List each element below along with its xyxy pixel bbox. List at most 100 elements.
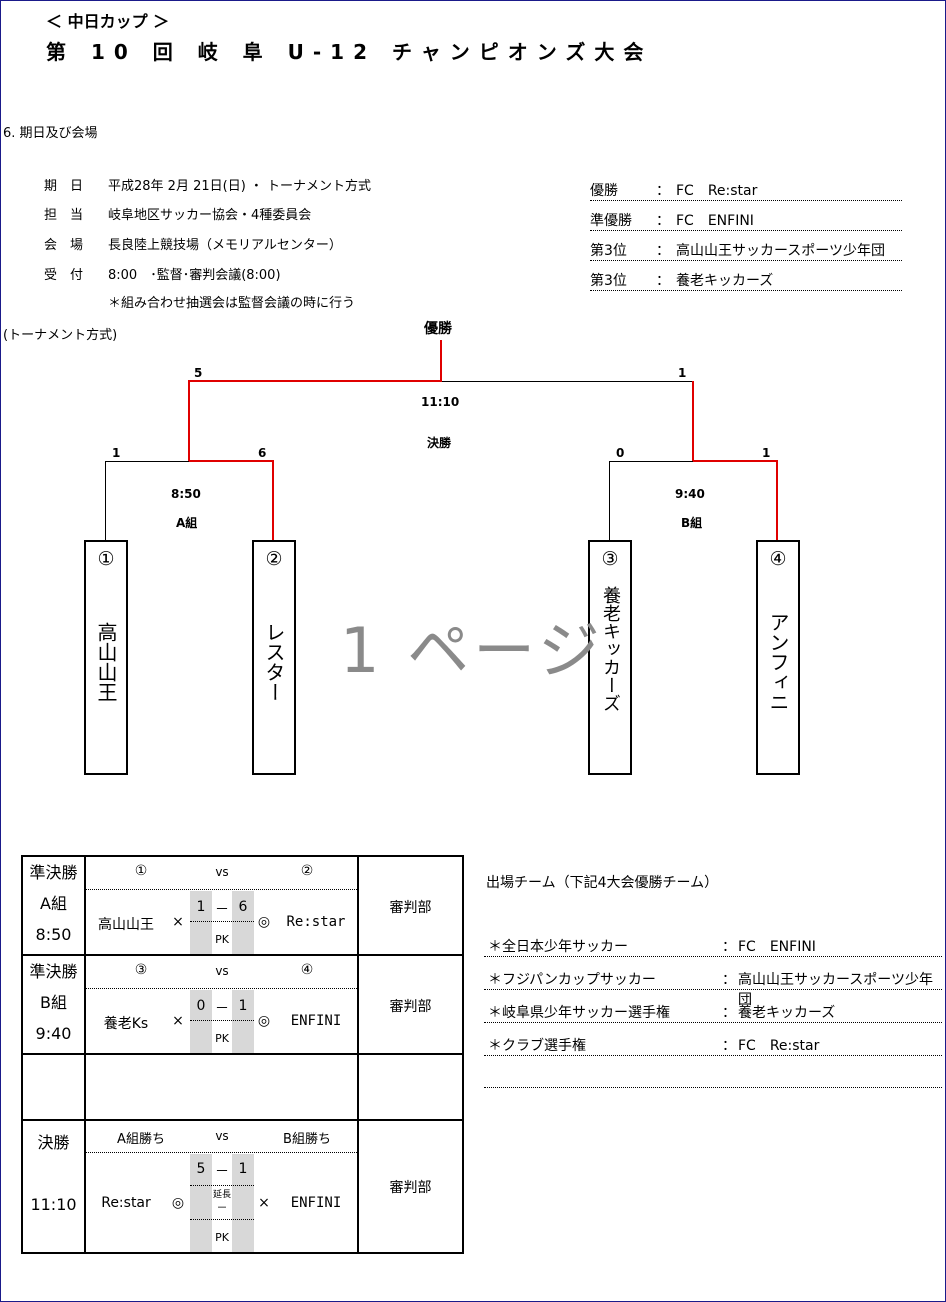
result-sep: ： bbox=[656, 273, 670, 289]
empty-cell bbox=[21, 1053, 86, 1121]
entry-tournament: ＊クラブ選手権 bbox=[488, 1038, 586, 1054]
score-dash: － bbox=[215, 902, 229, 918]
info-label-venue: 会 場 bbox=[44, 238, 84, 253]
away-score: 1 bbox=[238, 998, 248, 1014]
home-seed: ① bbox=[134, 863, 148, 879]
home-score: 0 bbox=[196, 998, 206, 1014]
result-row: 優勝：FC Re:star bbox=[590, 180, 902, 201]
stage-label: 決勝 bbox=[37, 1133, 70, 1152]
bracket-line bbox=[442, 381, 693, 382]
team-number: ③ bbox=[601, 548, 619, 570]
entry-team: 養老キッカーズ bbox=[738, 1005, 836, 1021]
team-name: 高山山王 bbox=[94, 622, 118, 702]
entry-row: ＊全日本少年サッカー ：FC ENFINI bbox=[484, 934, 942, 957]
subtitle: ＜ 中日カップ ＞ bbox=[46, 12, 170, 31]
referee-cell: 審判部 bbox=[357, 855, 464, 956]
result-rank: 第3位 bbox=[590, 273, 627, 289]
match-cell: ③ vs ④ 養老Ks × 0 － 1 PK ◎ ENFINI bbox=[84, 954, 359, 1055]
entry-team: FC Re:star bbox=[738, 1038, 820, 1054]
bracket-line bbox=[189, 380, 442, 382]
bracket-line bbox=[440, 340, 442, 382]
bracket-line bbox=[609, 461, 610, 541]
entry-team: FC ENFINI bbox=[738, 939, 816, 955]
match-time: 8:50 bbox=[35, 925, 72, 944]
vs-label: vs bbox=[215, 1129, 229, 1143]
bracket-line bbox=[692, 381, 694, 462]
entry-row-empty bbox=[484, 1065, 942, 1088]
extra-time-score: － bbox=[216, 1201, 228, 1214]
champion-label: 優勝 bbox=[424, 321, 452, 337]
stage-label: 準決勝 bbox=[29, 962, 78, 981]
pk-label: PK bbox=[215, 933, 229, 946]
team-name: 養老キッカーズ bbox=[600, 586, 621, 712]
team-number: ② bbox=[265, 548, 283, 570]
entry-team: 高山山王サッカースポーツ少年団 bbox=[738, 972, 934, 1008]
away-result-mark: ◎ bbox=[257, 914, 271, 930]
info-label-reception: 受 付 bbox=[44, 268, 84, 283]
home-team: 養老Ks bbox=[103, 1016, 149, 1032]
result-rank: 準優勝 bbox=[590, 213, 632, 229]
draw-note: ＊組み合わせ抽選会は監督会議の時に行う bbox=[108, 296, 356, 311]
final-score-right: 1 bbox=[678, 366, 687, 380]
away-team: ENFINI bbox=[290, 1195, 342, 1211]
pk-label: PK bbox=[215, 1032, 229, 1045]
team-name: アンフィニ bbox=[766, 612, 790, 712]
entry-sep: ： bbox=[722, 939, 736, 955]
result-row: 第3位：高山山王サッカースポーツ少年団 bbox=[590, 240, 902, 261]
result-row: 第3位 ： 養老キッカーズ bbox=[590, 270, 902, 291]
info-label-organizer: 担 当 bbox=[44, 208, 84, 223]
home-result-mark: × bbox=[172, 914, 184, 930]
empty-cell bbox=[84, 1053, 359, 1121]
away-seed: ④ bbox=[300, 962, 314, 978]
vs-label: vs bbox=[215, 964, 229, 978]
info-value-organizer: 岐阜地区サッカー協会・4種委員会 bbox=[108, 208, 312, 223]
referee: 審判部 bbox=[389, 1180, 432, 1196]
b-score-right: 1 bbox=[762, 446, 771, 460]
bracket-line bbox=[692, 460, 778, 462]
bracket-line bbox=[188, 460, 274, 462]
final-time: 11:10 bbox=[421, 395, 460, 409]
home-result-mark: × bbox=[172, 1013, 184, 1029]
match-time: 11:10 bbox=[30, 1195, 77, 1214]
final-label: 決勝 bbox=[427, 436, 452, 450]
entry-row: ＊クラブ選手権：FC Re:star bbox=[484, 1033, 942, 1056]
stage-label: 準決勝 bbox=[29, 863, 78, 882]
bracket-line bbox=[188, 380, 190, 462]
a-score-left: 1 bbox=[112, 446, 121, 460]
format-label: (トーナメント方式) bbox=[3, 328, 118, 343]
referee-cell: 審判部 bbox=[357, 954, 464, 1055]
away-team: Re:star bbox=[286, 914, 346, 930]
entry-tournament: ＊全日本少年サッカー bbox=[488, 939, 628, 955]
pk-label: PK bbox=[215, 1231, 229, 1244]
section-heading: 6. 期日及び会場 bbox=[3, 126, 98, 141]
b-score-left: 0 bbox=[616, 446, 625, 460]
bracket-line bbox=[105, 461, 106, 541]
a-time: 8:50 bbox=[171, 487, 201, 501]
a-label: A組 bbox=[176, 516, 198, 530]
vs-label: vs bbox=[215, 865, 229, 879]
match-cell: ① vs ② 高山山王 × 1 － 6 PK ◎ Re:star bbox=[84, 855, 359, 956]
bracket-line bbox=[272, 460, 274, 541]
result-team: FC ENFINI bbox=[676, 213, 754, 229]
result-team: 養老キッカーズ bbox=[676, 273, 774, 289]
home-seed: A組勝ち bbox=[117, 1132, 165, 1147]
bracket-line bbox=[105, 461, 189, 462]
final-score-left: 5 bbox=[194, 366, 203, 380]
team-box: ③ 養老キッカーズ bbox=[588, 540, 632, 775]
group-label: A組 bbox=[40, 894, 67, 913]
info-value-date: 平成28年 2月 21日(日) ・ トーナメント方式 bbox=[108, 179, 372, 194]
result-team: 高山山王サッカースポーツ少年団 bbox=[676, 243, 886, 259]
entry-row: ＊岐阜県少年サッカー選手権：養老キッカーズ bbox=[484, 1000, 942, 1023]
page-title: 第 10 回 岐 阜 U-12 チャンピオンズ大会 bbox=[46, 40, 653, 64]
result-sep: ： bbox=[656, 183, 670, 199]
stage-cell: 決勝 11:10 bbox=[21, 1119, 86, 1254]
b-time: 9:40 bbox=[675, 487, 705, 501]
home-score: 1 bbox=[196, 899, 206, 915]
entries-title: 出場チーム（下記4大会優勝チーム） bbox=[486, 875, 719, 891]
entry-sep: ： bbox=[722, 1005, 736, 1021]
score-dash: － bbox=[215, 1164, 229, 1180]
